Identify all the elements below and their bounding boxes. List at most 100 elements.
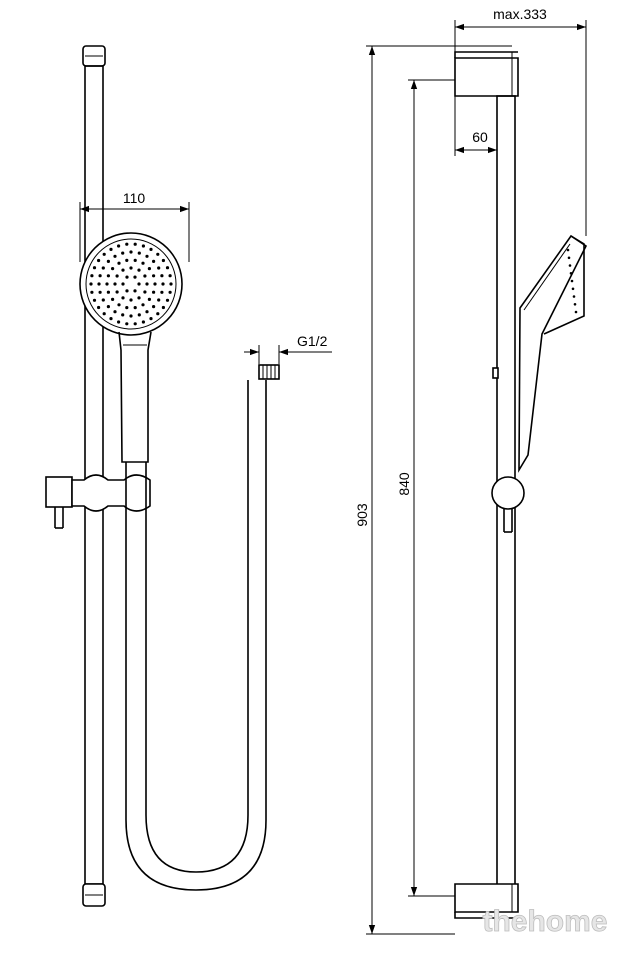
nozzle-dot <box>160 290 164 294</box>
shower-hose <box>125 364 280 891</box>
slider-knob-side <box>491 367 525 533</box>
nozzle-dot <box>129 314 133 318</box>
side-nozzle-dot <box>569 272 573 275</box>
slider-holder-front <box>45 474 151 529</box>
nozzle-dot <box>156 312 160 316</box>
shower-handle-front <box>118 331 152 474</box>
max-projection-label: max.333 <box>493 6 547 22</box>
nozzle-dot <box>106 290 110 294</box>
nozzle-dot <box>117 320 121 324</box>
nozzle-dot <box>125 275 129 279</box>
nozzle-dot <box>92 266 97 270</box>
nozzle-dot <box>92 298 97 302</box>
nozzle-dot <box>168 274 172 278</box>
nozzle-dot <box>133 289 137 293</box>
side-nozzle-dot <box>573 303 577 306</box>
nozzle-dot <box>97 305 101 310</box>
nozzle-dot <box>153 282 157 286</box>
dimension-connection: G1/2 <box>244 333 332 364</box>
shower-nozzles <box>89 242 173 326</box>
nozzle-dot <box>117 261 121 265</box>
nozzle-dot <box>149 247 153 251</box>
nozzle-dot <box>125 242 129 246</box>
nozzle-dot <box>117 303 121 307</box>
nozzle-dot <box>152 274 156 278</box>
nozzle-dot <box>111 297 115 301</box>
nozzle-dot <box>101 266 105 270</box>
nozzle-dot <box>168 290 172 294</box>
nozzle-dot <box>89 282 93 286</box>
nozzle-dot <box>137 282 141 286</box>
bracket-depth-label: 60 <box>472 129 488 145</box>
nozzle-dot <box>133 258 137 262</box>
nozzle-dot <box>125 306 129 310</box>
nozzle-dot <box>152 305 156 309</box>
nozzle-dot <box>105 282 109 286</box>
nozzle-dot <box>97 282 101 286</box>
nozzle-dot <box>121 251 125 255</box>
nozzle-dot <box>133 242 137 246</box>
front-view: 110 G1/2 <box>45 45 332 907</box>
nozzle-dot <box>152 259 156 263</box>
side-nozzle-dot <box>574 310 578 314</box>
nozzle-dot <box>113 282 117 286</box>
nozzle-dot <box>115 290 119 294</box>
nozzle-dot <box>106 259 110 263</box>
nozzle-dot <box>102 312 106 316</box>
nozzle-dot <box>125 258 129 262</box>
front-rail <box>82 45 106 907</box>
shower-head-side <box>518 234 588 473</box>
side-nozzle-dot <box>567 256 571 260</box>
nozzle-dot <box>125 322 129 326</box>
head-width-label: 110 <box>123 190 146 206</box>
total-height-label: 903 <box>354 503 370 527</box>
hose-nut-knurl <box>262 365 276 379</box>
side-view: max.333 60 840 903 <box>354 6 588 935</box>
nozzle-dot <box>143 274 147 278</box>
nozzle-dot <box>113 254 117 258</box>
nozzle-dot <box>133 322 137 326</box>
nozzle-dot <box>152 290 156 294</box>
nozzle-dot <box>141 320 145 324</box>
nozzle-dot <box>165 266 170 270</box>
nozzle-dot <box>113 310 117 314</box>
nozzle-dot <box>141 244 145 248</box>
dimension-head-width: 110 <box>79 190 190 262</box>
side-nozzle-dot <box>566 248 570 252</box>
nozzle-dot <box>147 297 151 301</box>
nozzle-dot <box>90 274 94 278</box>
nozzle-dot <box>160 274 164 278</box>
nozzle-dot <box>121 282 125 286</box>
connection-label: G1/2 <box>297 333 328 349</box>
nozzle-dot <box>161 258 165 263</box>
side-nozzles <box>566 248 578 314</box>
nozzle-dot <box>137 268 141 272</box>
nozzle-dot <box>145 310 149 314</box>
nozzle-dot <box>106 274 110 278</box>
nozzle-dot <box>98 290 102 294</box>
shower-head-front <box>79 232 183 336</box>
side-nozzle-dot <box>568 264 572 267</box>
nozzle-dot <box>129 250 133 254</box>
nozzle-dot <box>161 282 165 286</box>
nozzle-dot <box>117 244 121 248</box>
nozzle-dot <box>115 274 119 278</box>
side-nozzle-dot <box>571 287 575 291</box>
nozzle-dot <box>141 303 145 307</box>
nozzle-dot <box>143 290 147 294</box>
nozzle-dot <box>98 274 102 278</box>
nozzle-dot <box>111 267 115 271</box>
nozzle-dot <box>101 298 105 302</box>
nozzle-dot <box>133 275 137 279</box>
nozzle-dot <box>145 254 149 258</box>
nozzle-dot <box>157 298 161 302</box>
nozzle-dot <box>129 298 133 302</box>
nozzle-dot <box>121 268 125 272</box>
nozzle-dot <box>109 317 113 321</box>
nozzle-dot <box>165 298 170 302</box>
nozzle-dot <box>137 313 141 317</box>
nozzle-dot <box>156 252 160 256</box>
nozzle-dot <box>121 296 125 300</box>
nozzle-dot <box>145 282 149 286</box>
